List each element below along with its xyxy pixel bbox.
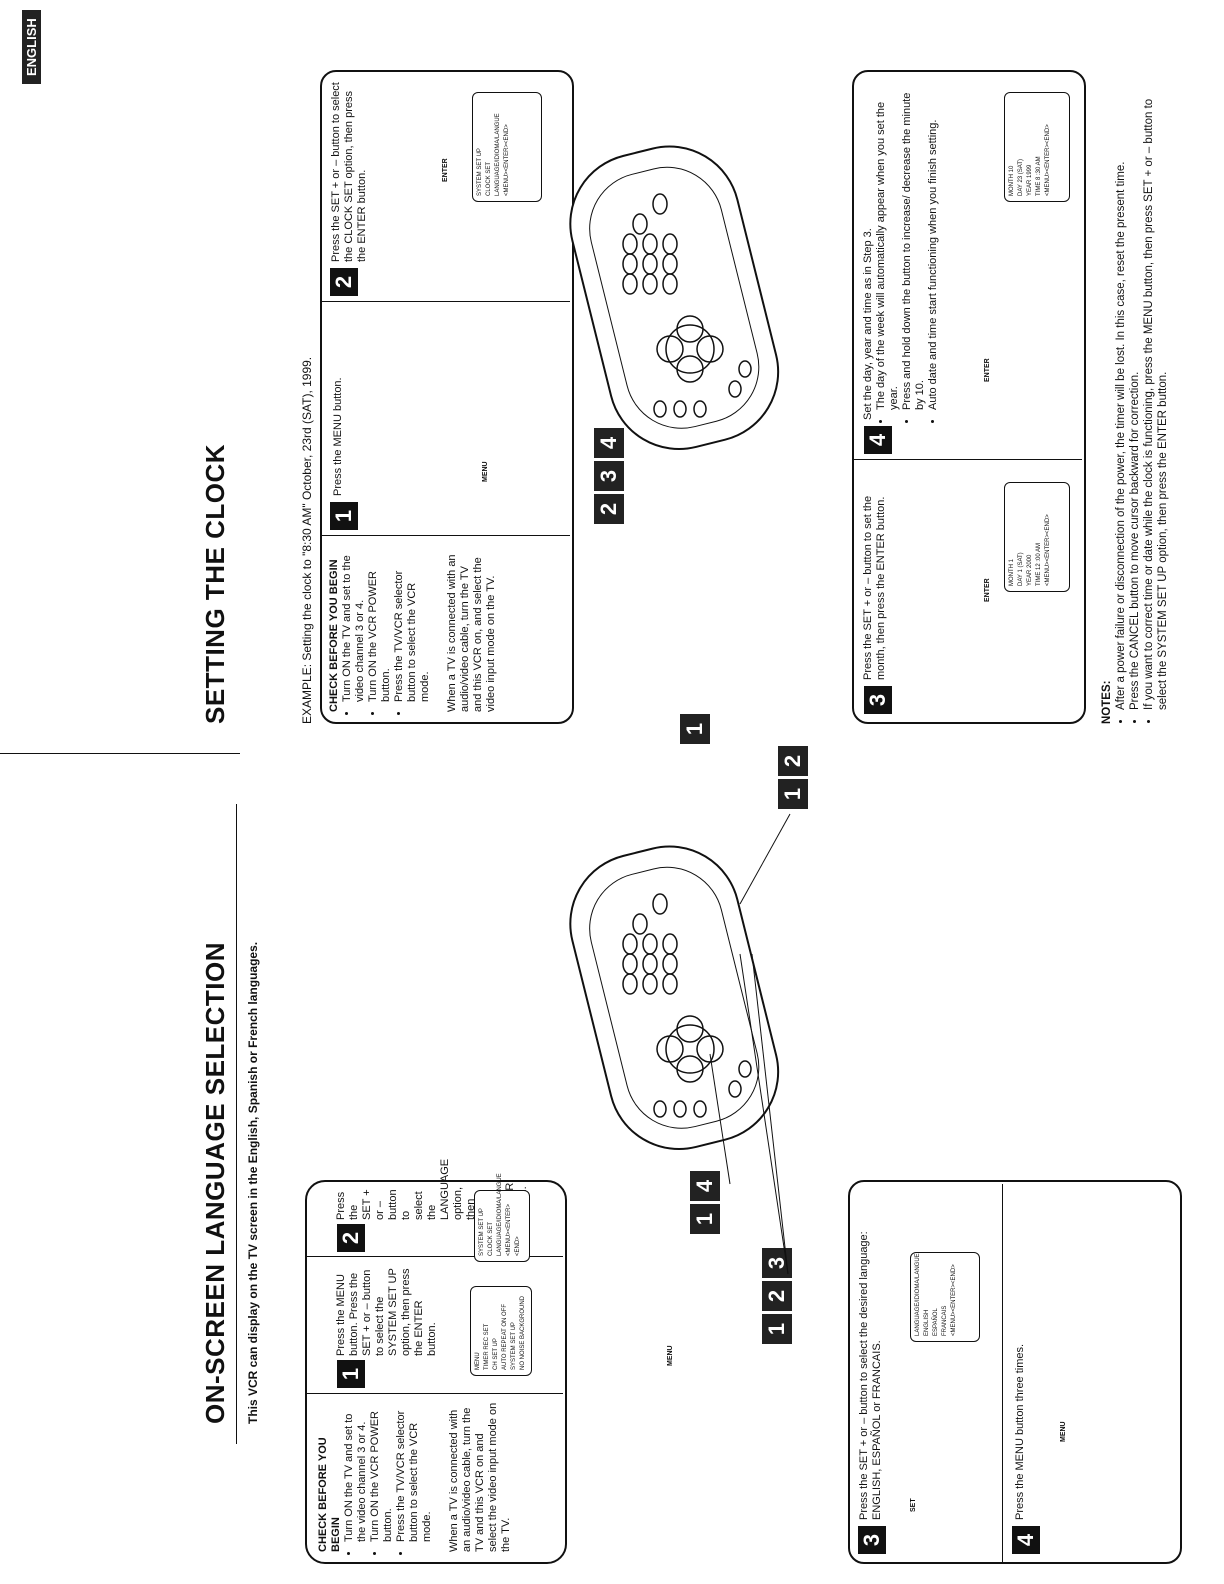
check-note: When a TV is connected with an audio/vid… xyxy=(446,554,497,712)
check-bullet: Press the TV/VCR selector button to sele… xyxy=(395,1402,434,1542)
menu-label: MENU xyxy=(667,1345,674,1366)
step4-intro: Set the day, year and time as in Step 3. xyxy=(862,228,874,420)
callout-lines-left xyxy=(709,813,791,1275)
check-note: When a TV is connected with an audio/vid… xyxy=(448,1402,512,1552)
step-tags-234: 234 xyxy=(594,425,624,524)
title-divider-left xyxy=(236,804,237,1444)
step34-box-right: 3 Press the SET + or – button to set the… xyxy=(852,70,1086,724)
step4-bullet: The day of the week will automatically a… xyxy=(875,90,901,410)
enter-label: ENTER xyxy=(442,158,449,182)
step4-bullet: Press and hold down the button to increa… xyxy=(901,90,927,410)
step4-bullet: Auto date and time start functioning whe… xyxy=(927,90,940,410)
step1-text: Press the MENU button. Press the SET + o… xyxy=(335,1268,438,1356)
note-item: If you want to correct time or date whil… xyxy=(1142,90,1170,710)
step-number: 3 xyxy=(858,1526,886,1554)
step-number: 3 xyxy=(864,686,892,714)
step-number: 1 xyxy=(330,502,358,530)
remote-control-left xyxy=(569,845,780,1151)
step4-text: Press the MENU button three times. xyxy=(1014,1343,1026,1520)
clock-example: EXAMPLE: Setting the clock to "8:30 AM" … xyxy=(300,356,314,724)
check-bullet: Turn ON the VCR POWER button. xyxy=(367,552,393,702)
step3-text: Press the SET + or – button to select th… xyxy=(858,1231,883,1520)
language-subtitle: This VCR can display on the TV screen in… xyxy=(246,941,260,1424)
center-divider xyxy=(0,753,240,754)
step-number: 2 xyxy=(330,268,358,296)
step34-box-left: 3 Press the SET + or – button to select … xyxy=(848,1180,1182,1564)
note-item: Press the CANCEL button to move cursor b… xyxy=(1128,90,1142,710)
check-heading: CHECK BEFORE YOU BEGIN xyxy=(317,1437,342,1552)
language-tab: ENGLISH xyxy=(22,10,41,84)
step-number: 4 xyxy=(864,426,892,454)
step-number: 1 xyxy=(337,1360,365,1388)
check-heading: CHECK BEFORE YOU BEGIN xyxy=(328,559,340,712)
step-number: 2 xyxy=(337,1224,365,1252)
step-tags-1: 1 xyxy=(680,711,710,744)
menu-label: MENU xyxy=(1060,1421,1067,1442)
check-bullet: Turn ON the TV and set to the video chan… xyxy=(343,1402,369,1542)
step-number: 4 xyxy=(1012,1526,1040,1554)
enter-label: ENTER xyxy=(984,578,991,602)
step3-text: Press the SET + or – button to set the m… xyxy=(862,495,887,680)
check-bullet: Press the TV/VCR selector button to sele… xyxy=(393,552,432,702)
page-title-clock: SETTING THE CLOCK xyxy=(200,443,230,724)
menu-label: MENU xyxy=(482,461,489,482)
check-bullet: Turn ON the TV and set to the video chan… xyxy=(341,552,367,702)
notes: NOTES: After a power failure or disconne… xyxy=(1100,44,1170,724)
step2-text: Press the SET + or – button to select th… xyxy=(330,82,368,262)
set-label: SET xyxy=(910,1498,917,1512)
check-before-box-right: CHECK BEFORE YOU BEGIN Turn ON the TV an… xyxy=(320,70,574,724)
enter-label: ENTER xyxy=(984,358,991,382)
page-title-language: ON-SCREEN LANGUAGE SELECTION xyxy=(200,941,230,1424)
step1-text: Press the MENU button. xyxy=(332,377,344,496)
remote-control-right xyxy=(569,145,780,451)
note-item: After a power failure or disconnection o… xyxy=(1114,90,1128,710)
notes-label: NOTES: xyxy=(1101,680,1113,724)
check-bullet: Turn ON the VCR POWER button. xyxy=(369,1402,395,1542)
